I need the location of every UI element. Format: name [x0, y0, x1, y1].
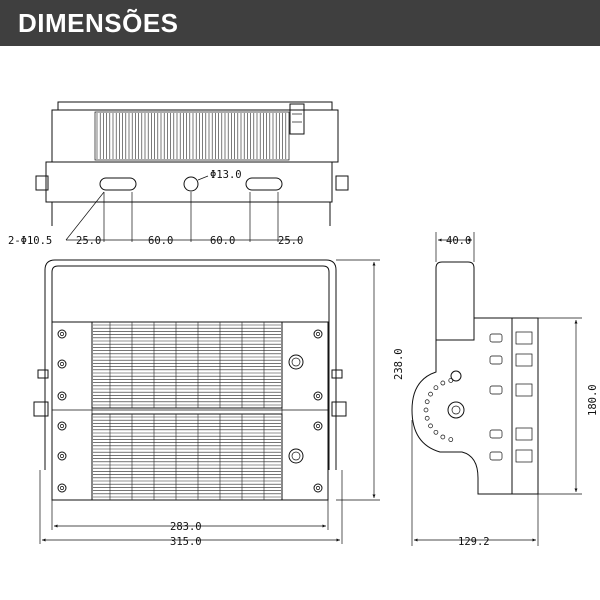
- bracket-width-label: 40.0: [446, 235, 471, 247]
- bolt-icon: [57, 359, 67, 369]
- spacing-label-3: 60.0: [210, 235, 235, 247]
- angle-hole: [440, 434, 446, 440]
- housing-tab: [515, 449, 533, 463]
- top-view: [35, 101, 349, 242]
- bolt-center: [60, 332, 64, 336]
- bolt-icon: [57, 391, 67, 401]
- bolt-center: [316, 394, 320, 398]
- bolt-center: [60, 362, 64, 366]
- bolt-center: [60, 454, 64, 458]
- inner-width-label: 283.0: [170, 521, 202, 533]
- bolt-icon: [57, 421, 67, 431]
- slot-diameter-label: 2-Φ10.5: [8, 235, 52, 247]
- side-view: [411, 232, 582, 546]
- total-width-label: 315.0: [170, 536, 202, 548]
- angle-hole: [433, 429, 439, 435]
- bolt-center: [60, 394, 64, 398]
- page-title: DIMENSÕES: [18, 8, 179, 38]
- title-bar: DIMENSÕES: [0, 0, 600, 46]
- housing-tab: [515, 331, 533, 345]
- angle-hole: [433, 385, 439, 391]
- depth-label: 129.2: [458, 536, 490, 548]
- bolt-icon: [313, 329, 323, 339]
- mount-slot: [489, 429, 503, 439]
- housing-tab: [515, 427, 533, 441]
- mount-slot: [489, 355, 503, 365]
- bolt-icon: [57, 329, 67, 339]
- bolt-icon: [313, 391, 323, 401]
- housing-tab: [515, 383, 533, 397]
- bolt-center: [316, 424, 320, 428]
- spacing-label-2: 60.0: [148, 235, 173, 247]
- side-height-label: 180.0: [587, 384, 599, 416]
- angle-hole: [423, 407, 429, 413]
- bolt-icon: [57, 451, 67, 461]
- mount-slot: [489, 451, 503, 461]
- spacing-label-1: 25.0: [76, 235, 101, 247]
- bolt-icon: [57, 483, 67, 493]
- angle-hole: [448, 437, 454, 442]
- angle-hole: [428, 391, 433, 397]
- bolt-center: [60, 486, 64, 490]
- angle-hole: [424, 399, 430, 405]
- angle-hole: [448, 378, 454, 383]
- mount-slot: [489, 385, 503, 395]
- angle-hole: [440, 380, 446, 386]
- angle-hole: [424, 415, 430, 421]
- angle-hole: [428, 423, 433, 429]
- bolt-center: [316, 486, 320, 490]
- hole-diameter-label: Φ13.0: [210, 169, 242, 181]
- front-view: [33, 259, 380, 544]
- bolt-icon: [313, 421, 323, 431]
- height-label: 238.0: [393, 348, 405, 380]
- bolt-center: [60, 424, 64, 428]
- bolt-center: [316, 332, 320, 336]
- mount-slot: [489, 333, 503, 343]
- spacing-label-4: 25.0: [278, 235, 303, 247]
- bolt-icon: [313, 483, 323, 493]
- housing-tab: [515, 353, 533, 367]
